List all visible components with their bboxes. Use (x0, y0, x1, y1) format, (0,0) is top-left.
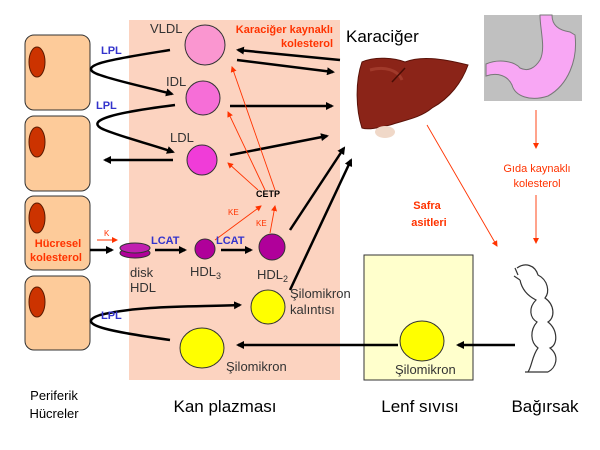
bile-acids-label-line1: Safra (413, 200, 441, 212)
idl-particle (185, 80, 221, 116)
chylomicron-remnant-label-line1: Şilomikron (290, 286, 351, 301)
arrow-ldl-to-liver (229, 133, 329, 157)
arrow-cetp-to-idl (227, 111, 266, 191)
ldl-particle (186, 144, 218, 176)
lpl-label-3: LPL (101, 310, 122, 322)
arrow-idl-to-ldl (96, 103, 176, 154)
arrow-cetp-to-ldl (227, 162, 259, 191)
nucleus-icon (28, 46, 46, 78)
chylomicron-remnant-label-line2: kalıntısı (290, 302, 335, 317)
chylomicron-plasma-label: Şilomikron (226, 359, 287, 374)
liver-cholesterol-label-line2: kolesterol (281, 38, 333, 50)
hdl3-label: HDL3 (190, 264, 221, 281)
nucleus-icon (28, 286, 46, 318)
chylomicron-lymph-particle (399, 320, 445, 362)
lpl-label-1: LPL (101, 45, 122, 57)
liver-icon (356, 57, 469, 138)
lcat-label-1: LCAT (151, 235, 180, 247)
hdl3-particle (194, 238, 216, 260)
stomach-icon (484, 14, 582, 101)
arrow-hdl3-to-cetp (214, 205, 262, 241)
peripheral-cells-title-line2: Hücreler (29, 406, 79, 421)
disk-hdl-particle (119, 242, 151, 259)
chylomicron-lymph-label: Şilomikron (395, 362, 456, 377)
arrow-liver-to-vldl (236, 46, 341, 62)
hdl2-label: HDL2 (257, 267, 288, 284)
lcat-label-2: LCAT (216, 235, 245, 247)
nucleus-icon (28, 202, 46, 234)
hdl2-particle (258, 233, 286, 261)
dietary-cholesterol-label-line2: kolesterol (513, 178, 560, 190)
nucleus-icon (28, 126, 46, 158)
peripheral-cell (24, 115, 91, 192)
ldl-label: LDL (170, 130, 194, 145)
chylomicron-remnant-particle (250, 289, 286, 325)
blood-plasma-title: Kan plazması (174, 397, 277, 416)
arrow-vldl-to-liver (236, 58, 335, 76)
arrow-chylomicron-to-remnant (90, 301, 242, 342)
idl-label: IDL (166, 74, 186, 89)
peripheral-cell (24, 34, 91, 111)
cetp-label: CETP (256, 189, 280, 199)
liver-title: Karaciğer (346, 27, 419, 46)
k-label: K (104, 229, 110, 238)
intestine-title: Bağırsak (511, 397, 579, 416)
arrow-hdl2-to-liver (288, 146, 346, 231)
vldl-particle (184, 24, 226, 66)
disk-hdl-label-line2: HDL (130, 280, 156, 295)
blood-plasma-region (129, 20, 340, 380)
cellular-cholesterol-label-line1: Hücresel (35, 238, 81, 250)
arrow-remnant-to-liver (288, 158, 353, 291)
lymph-title: Lenf sıvısı (381, 397, 458, 416)
bile-acids-label-line2: asitleri (411, 217, 446, 229)
peripheral-cells-title-line1: Periferik (30, 388, 78, 403)
disk-hdl-label-line1: disk (130, 265, 154, 280)
chylomicron-plasma-particle (179, 327, 225, 369)
peripheral-cell (24, 195, 91, 271)
intestine-icon (513, 264, 557, 373)
ke-label-1: KE (228, 208, 239, 217)
lpl-label-2: LPL (96, 100, 117, 112)
dietary-cholesterol-label-line1: Gıda kaynaklı (503, 163, 570, 175)
cellular-cholesterol-label-line2: kolesterol (30, 252, 82, 264)
liver-cholesterol-label-line1: Karaciğer kaynaklı (236, 24, 333, 36)
arrow-liver-to-intestine-bile (426, 124, 498, 247)
arrow-hdl2-to-cetp (269, 205, 278, 234)
peripheral-cell (24, 275, 91, 351)
vldl-label: VLDL (150, 21, 183, 36)
arrow-cetp-to-vldl (230, 66, 276, 191)
ke-label-2: KE (256, 219, 267, 228)
arrow-vldl-to-idl (90, 48, 174, 97)
